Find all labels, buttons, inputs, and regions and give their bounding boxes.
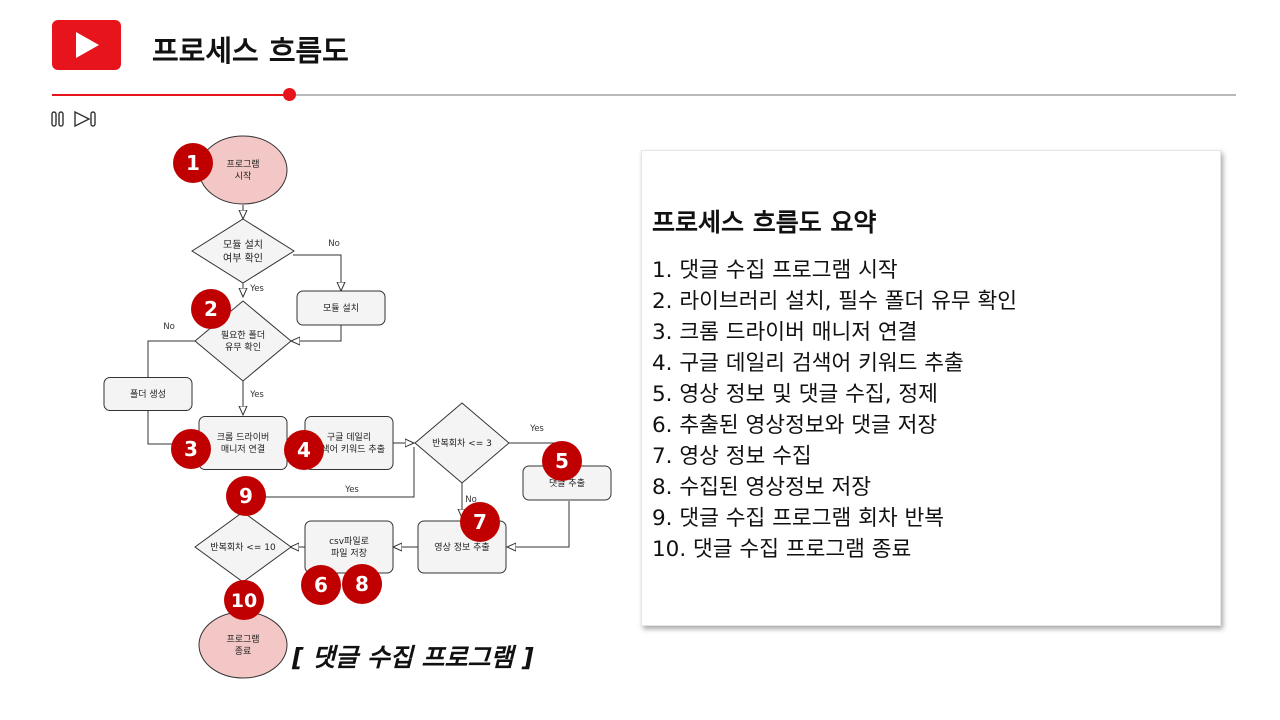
summary-item: 1. 댓글 수집 프로그램 시작 bbox=[652, 258, 898, 283]
summary-item: 3. 크롬 드라이버 매니저 연결 bbox=[652, 320, 918, 345]
edge-label-modules-no: No bbox=[328, 239, 340, 249]
summary-item: 2. 라이브러리 설치, 필수 폴더 유무 확인 bbox=[652, 289, 1018, 314]
step-badge-6-label: 6 bbox=[314, 573, 328, 597]
edge-label-repeat10-yes: Yes bbox=[344, 485, 359, 495]
summary-item: 5. 영상 정보 및 댓글 수집, 정제 bbox=[652, 382, 938, 407]
step-badge-3-label: 3 bbox=[184, 437, 198, 461]
edge-label-folder-no: No bbox=[163, 322, 175, 332]
summary-title: 프로세스 흐름도 요약 bbox=[652, 208, 877, 237]
step-badge-6 bbox=[301, 565, 341, 605]
node-extract-comments-label: 댓글 추출 bbox=[549, 478, 585, 489]
step-badge-9 bbox=[226, 476, 266, 516]
progress-track[interactable] bbox=[52, 94, 1236, 96]
step-badge-4 bbox=[284, 430, 324, 470]
progress-knob[interactable] bbox=[283, 88, 296, 101]
step-badge-2-label: 2 bbox=[204, 297, 218, 321]
summary-item: 8. 수집된 영상정보 저장 bbox=[652, 475, 872, 500]
step-badge-2 bbox=[191, 289, 231, 329]
step-badge-5 bbox=[542, 441, 582, 481]
play-logo-icon bbox=[52, 20, 121, 70]
node-repeat-3-shape bbox=[414, 402, 510, 484]
step-badge-1-label: 1 bbox=[186, 151, 200, 175]
step-badge-7-label: 7 bbox=[473, 510, 487, 534]
node-create-folder-label: 폴더 생성 bbox=[130, 389, 166, 400]
summary-item: 6. 추출된 영상정보와 댓글 저장 bbox=[652, 413, 938, 438]
step-badge-5-label: 5 bbox=[555, 449, 569, 473]
pause-icon[interactable] bbox=[50, 110, 66, 128]
summary-list: 1. 댓글 수집 프로그램 시작 2. 라이브러리 설치, 필수 폴더 유무 확… bbox=[652, 255, 1017, 565]
step-badge-10-label: 10 bbox=[231, 590, 257, 612]
edge-label-repeat3-yes: Yes bbox=[529, 424, 544, 434]
edge-label-folder-yes: Yes bbox=[249, 390, 264, 400]
node-check-modules-shape bbox=[191, 218, 295, 284]
step-badge-8-label: 8 bbox=[355, 572, 369, 596]
node-repeat-10-label: 반복회차 <= 10 bbox=[210, 541, 276, 553]
step-badge-10 bbox=[224, 580, 264, 620]
summary-item: 10. 댓글 수집 프로그램 종료 bbox=[652, 537, 912, 562]
node-install-modules-label: 모듈 설치 bbox=[323, 302, 359, 314]
node-video-info-label: 영상 정보 추출 bbox=[434, 542, 489, 553]
edge-label-repeat3-no: No bbox=[465, 495, 477, 505]
summary-item: 4. 구글 데일리 검색어 키워드 추출 bbox=[652, 351, 964, 376]
page-title: 프로세스 흐름도 bbox=[152, 34, 349, 68]
skip-next-icon[interactable] bbox=[72, 110, 100, 128]
diagram-caption: [ 댓글 수집 프로그램 ] bbox=[292, 643, 534, 672]
step-badge-7 bbox=[460, 502, 500, 542]
node-create-folder-shape bbox=[103, 377, 193, 411]
progress-fill bbox=[52, 94, 289, 96]
node-install-modules-shape bbox=[296, 290, 386, 326]
summary-item: 9. 댓글 수집 프로그램 회차 반복 bbox=[652, 506, 945, 531]
step-badge-3 bbox=[171, 429, 211, 469]
step-badge-8 bbox=[342, 564, 382, 604]
step-badge-9-label: 9 bbox=[239, 484, 253, 508]
media-controls bbox=[50, 110, 102, 128]
step-badge-4-label: 4 bbox=[297, 438, 311, 462]
summary-item: 7. 영상 정보 수집 bbox=[652, 444, 812, 469]
node-repeat-3-label: 반복회차 <= 3 bbox=[432, 437, 492, 449]
step-badge-1 bbox=[173, 143, 213, 183]
summary-panel: 프로세스 흐름도 요약 1. 댓글 수집 프로그램 시작 2. 라이브러리 설치… bbox=[641, 150, 1221, 626]
edge-label-modules-yes: Yes bbox=[249, 284, 264, 294]
